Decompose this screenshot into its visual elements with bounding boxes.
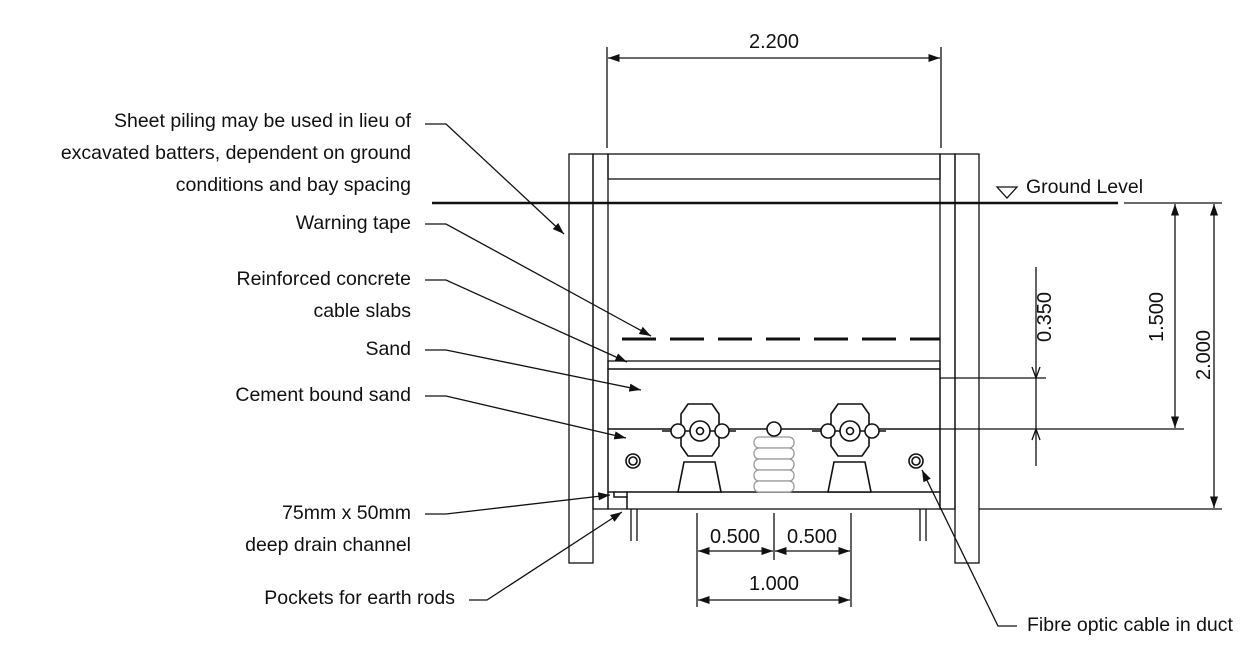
warning-tape-label: Warning tape [296, 212, 411, 234]
fibre-duct-right [908, 453, 924, 469]
earth-rod-pocket-left [630, 509, 638, 541]
centre-duct-stack [753, 436, 795, 493]
dimension-ground-to-base-value: 2.000 [1193, 330, 1215, 380]
dimension-trench-width-value: 2.200 [749, 31, 799, 53]
dimension-ground-to-cement-value: 1.500 [1146, 292, 1168, 342]
cable-slabs [607, 360, 941, 370]
drain-channel-label-1: 75mm x 50mm [282, 502, 411, 524]
earth-rod-pocket-right [919, 509, 927, 541]
dimension-sand-depth [1031, 267, 1041, 466]
sand-layer [607, 368, 941, 430]
sand-label: Sand [365, 338, 411, 360]
sheet-piling-left [568, 153, 609, 564]
sheet-piling-right [939, 153, 980, 564]
ground-level-symbol [995, 186, 1019, 199]
sheet-piling-label-1: Sheet piling may be used in lieu of [114, 110, 412, 132]
base-slab [607, 491, 941, 510]
cable-slabs-label-2: cable slabs [313, 300, 411, 322]
fibre-optic-label: Fibre optic cable in duct [1027, 614, 1234, 636]
ground-level-label: Ground Level [1026, 176, 1143, 198]
sheet-piling-label-3: conditions and bay spacing [176, 174, 411, 196]
dimension-trench-width [606, 47, 942, 148]
dimension-extension-lines [940, 202, 1222, 510]
top-waling-beam [607, 153, 941, 180]
dimension-right-offset-value: 0.500 [787, 526, 837, 548]
drain-channel [613, 491, 628, 498]
power-cable-right [812, 403, 886, 457]
leader-lines [425, 123, 1017, 627]
cable-support-left [677, 461, 722, 493]
dimension-cable-spacing-value: 1.000 [749, 573, 799, 595]
sheet-piling-label-2: excavated batters, dependent on ground [61, 142, 411, 164]
drain-channel-label-2: deep drain channel [245, 534, 411, 556]
fibre-duct-left [625, 453, 641, 469]
cable-slabs-label-1: Reinforced concrete [236, 268, 411, 290]
centre-duct [766, 421, 782, 437]
power-cable-left [662, 403, 736, 457]
dimension-bottom-extensions [696, 513, 852, 607]
cable-support-right [827, 461, 872, 493]
dimension-sand-depth-value: 0.350 [1034, 292, 1056, 342]
cement-bound-sand-label: Cement bound sand [235, 384, 411, 406]
dimension-left-offset-value: 0.500 [710, 526, 760, 548]
earth-rods-label: Pockets for earth rods [264, 587, 455, 609]
